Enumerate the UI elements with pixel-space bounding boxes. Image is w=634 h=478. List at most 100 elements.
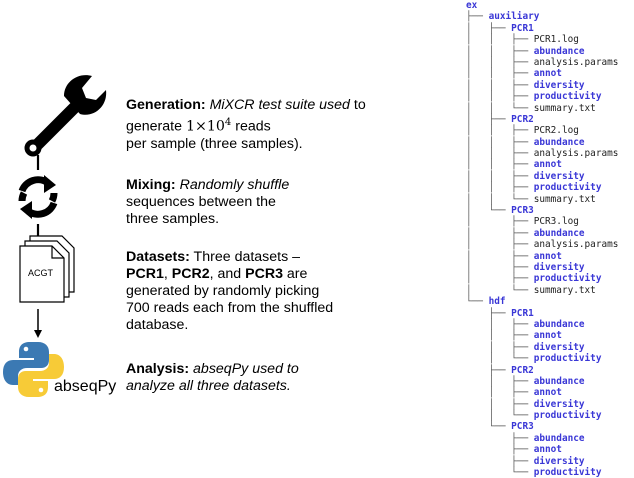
- generation-text: generate: [126, 118, 186, 135]
- datasets-text: ,: [163, 266, 172, 282]
- tree-guide: │ ├──: [466, 318, 534, 330]
- tree-row: │ └── PCR3: [466, 205, 618, 216]
- tree-guide: │ ├──: [466, 341, 534, 353]
- folder-name: ex: [466, 0, 478, 11]
- generation-tool: MiXCR test suite used: [209, 97, 350, 113]
- folder-name: abundance: [533, 227, 585, 239]
- python-caption: abseqPy: [54, 378, 117, 395]
- tree-guide: ├──: [466, 432, 534, 444]
- tree-guide: │ ├──: [466, 375, 534, 387]
- mixing-step: Mixing: Randomly shuffle sequences betwe…: [126, 177, 366, 228]
- tree-guide: │ │ ├──: [466, 170, 534, 182]
- folder-name: diversity: [533, 79, 585, 91]
- tree-guide: └──: [466, 421, 512, 433]
- tree-guide: │ │ ├──: [466, 182, 534, 194]
- folder-name: PCR2: [511, 113, 534, 125]
- datasets-text: are: [282, 266, 308, 282]
- arrow-head-icon: [34, 330, 42, 338]
- folder-name: auxiliary: [488, 11, 540, 23]
- tree-guide: │ ├──: [466, 387, 534, 399]
- datasets-text: , and: [209, 266, 246, 282]
- folder-name: abundance: [533, 45, 585, 57]
- dataset-pcr1: PCR1: [126, 266, 164, 282]
- file-name: analysis.params: [533, 56, 619, 68]
- tree-row: └── hdf: [466, 296, 618, 307]
- tree-guide: │ │ ├──: [466, 68, 534, 80]
- tree-row: │ ├── annot: [466, 387, 618, 398]
- datasets-text: Three datasets –: [189, 249, 301, 265]
- folder-name: annot: [533, 250, 562, 262]
- tree-guide: │ └──: [466, 410, 534, 422]
- tree-row: │ │ ├── annot: [466, 159, 618, 170]
- folder-name: diversity: [533, 398, 585, 410]
- tree-guide: │ ├──: [466, 239, 534, 251]
- file-name: analysis.params: [533, 239, 619, 251]
- tree-guide: │ └──: [466, 284, 534, 296]
- folder-name: productivity: [533, 410, 602, 422]
- tree-row: │ ├── productivity: [466, 273, 618, 284]
- folder-name: PCR1: [511, 22, 534, 34]
- tree-row: │ │ └── summary.txt: [466, 194, 618, 205]
- tree-row: ├── PCR1: [466, 308, 618, 319]
- tree-row: ├── abundance: [466, 433, 618, 444]
- folder-name: diversity: [533, 455, 585, 467]
- tree-row: │ └── productivity: [466, 353, 618, 364]
- tree-guide: │ │ ├──: [466, 125, 534, 137]
- datasets-label: Datasets:: [126, 249, 190, 265]
- tree-row: └── productivity: [466, 467, 618, 478]
- folder-name: hdf: [488, 296, 506, 308]
- documents-icon: [19, 235, 75, 303]
- tree-row: │ ├── abundance: [466, 319, 618, 330]
- tree-row: │ │ ├── diversity: [466, 80, 618, 91]
- tree-guide: │ ├──: [466, 227, 534, 239]
- tree-row: │ │ ├── PCR2.log: [466, 125, 618, 136]
- tree-row: │ ├── PCR1: [466, 23, 618, 34]
- folder-name: annot: [533, 68, 562, 80]
- datasets-text: database.: [126, 317, 189, 333]
- file-name: PCR1.log: [533, 34, 579, 46]
- folder-name: annot: [533, 444, 562, 456]
- tree-row: │ │ ├── PCR1.log: [466, 34, 618, 45]
- folder-name: PCR3: [511, 421, 534, 433]
- folder-name: productivity: [533, 273, 602, 285]
- tree-row: ├── PCR2: [466, 365, 618, 376]
- folder-name: diversity: [533, 341, 585, 353]
- tree-guide: │ ├──: [466, 330, 534, 342]
- tree-row: │ ├── abundance: [466, 228, 618, 239]
- tree-guide: │ │ ├──: [466, 45, 534, 57]
- dataset-pcr3: PCR3: [245, 266, 283, 282]
- tree-row: │ ├── analysis.params: [466, 239, 618, 250]
- tree-guide: │ └──: [466, 353, 534, 365]
- tree-row: │ │ ├── annot: [466, 68, 618, 79]
- tree-row: │ ├── PCR3.log: [466, 216, 618, 227]
- folder-name: PCR2: [511, 364, 534, 376]
- wrench-icon: [24, 75, 107, 157]
- tree-guide: ├──: [466, 364, 512, 376]
- tree-row: │ ├── annot: [466, 251, 618, 262]
- tree-row: │ ├── diversity: [466, 262, 618, 273]
- tree-row: │ ├── diversity: [466, 399, 618, 410]
- tree-guide: │ │ ├──: [466, 159, 534, 171]
- folder-name: diversity: [533, 261, 585, 273]
- folder-name: productivity: [533, 91, 602, 103]
- generation-text: reads: [231, 118, 271, 135]
- folder-name: diversity: [533, 170, 585, 182]
- file-name: PCR2.log: [533, 125, 579, 137]
- tree-guide: │ │ └──: [466, 102, 534, 114]
- datasets-step: Datasets: Three datasets – PCR1, PCR2, a…: [126, 249, 366, 334]
- folder-name: productivity: [533, 353, 602, 365]
- directory-tree: ex├── auxiliary│ ├── PCR1│ │ ├── PCR1.lo…: [466, 0, 618, 478]
- tree-guide: │ │ ├──: [466, 56, 534, 68]
- tree-row: │ │ ├── analysis.params: [466, 57, 618, 68]
- tree-row: └── PCR3: [466, 421, 618, 432]
- generation-count: 1×10: [185, 118, 225, 135]
- tree-row: │ ├── PCR2: [466, 114, 618, 125]
- datasets-text: generated by randomly picking: [126, 283, 320, 299]
- generation-step: Generation: MiXCR test suite used to gen…: [126, 97, 366, 153]
- tree-row: │ ├── annot: [466, 330, 618, 341]
- analysis-text: abseqPy used to: [189, 361, 299, 377]
- tree-guide: │ │ └──: [466, 193, 534, 205]
- tree-row: │ └── summary.txt: [466, 285, 618, 296]
- folder-name: annot: [533, 330, 562, 342]
- mixing-text: Randomly shuffle: [179, 177, 290, 193]
